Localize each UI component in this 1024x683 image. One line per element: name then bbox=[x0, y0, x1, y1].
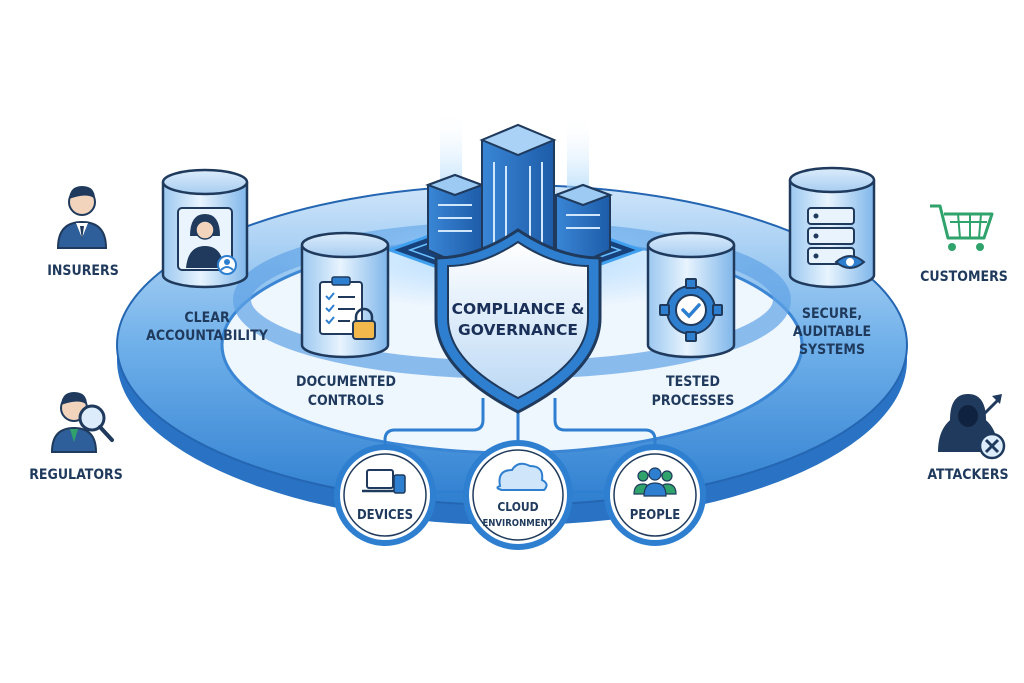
pillar-tested-processes bbox=[646, 231, 736, 359]
stakeholder-customers: CUSTOMERS bbox=[920, 204, 1008, 285]
tested-processes-line2: PROCESSES bbox=[652, 393, 735, 409]
secure-systems-line2: AUDITABLE bbox=[793, 324, 871, 340]
hooded-attacker-icon bbox=[938, 394, 1006, 460]
shopping-cart-icon bbox=[930, 204, 994, 251]
gear-check-icon bbox=[659, 278, 723, 342]
devices-icon bbox=[362, 469, 406, 494]
shield-title-line1: COMPLIANCE & bbox=[452, 300, 585, 318]
compliance-shield: COMPLIANCE & GOVERNANCE bbox=[434, 228, 602, 414]
clear-accountability-line1: CLEAR bbox=[184, 310, 230, 326]
people-label: PEOPLE bbox=[630, 508, 681, 523]
secure-systems-line1: SECURE, bbox=[802, 306, 862, 322]
foundation-devices: DEVICES bbox=[334, 444, 436, 546]
cloud-icon bbox=[496, 462, 548, 491]
people-icon bbox=[633, 467, 677, 497]
connector-lines bbox=[383, 398, 657, 494]
stakeholder-insurers: INSURERS bbox=[47, 186, 119, 279]
shield-title-line2: GOVERNANCE bbox=[458, 321, 578, 339]
checklist-lock-icon bbox=[319, 276, 376, 340]
cloud-label-line2: ENVIRONMENT bbox=[482, 518, 553, 529]
documented-controls-line1: DOCUMENTED bbox=[296, 374, 396, 390]
server-eye-icon bbox=[807, 207, 866, 269]
attackers-label: ATTACKERS bbox=[927, 467, 1008, 483]
customers-label: CUSTOMERS bbox=[920, 269, 1008, 285]
pillar-documented-controls bbox=[300, 231, 390, 359]
foundation-cloud: CLOUD ENVIRONMENT bbox=[463, 440, 573, 550]
building-center bbox=[479, 123, 557, 277]
foundation-people: PEOPLE bbox=[604, 444, 706, 546]
businesswoman-icon bbox=[177, 207, 237, 275]
regulators-label: REGULATORS bbox=[29, 467, 123, 483]
tested-processes-line1: TESTED bbox=[666, 374, 720, 390]
building-right bbox=[553, 183, 613, 264]
cloud-label-line1: CLOUD bbox=[497, 500, 538, 514]
secure-systems-line3: SYSTEMS bbox=[799, 342, 865, 358]
insurers-label: INSURERS bbox=[47, 263, 119, 279]
stakeholder-attackers: ATTACKERS bbox=[927, 394, 1009, 483]
documented-controls-line2: CONTROLS bbox=[308, 393, 385, 409]
clear-accountability-line2: ACCOUNTABILITY bbox=[146, 328, 269, 344]
businessman-icon bbox=[56, 186, 108, 249]
pillar-clear-accountability bbox=[161, 168, 249, 289]
stakeholder-regulators: REGULATORS bbox=[29, 392, 123, 483]
pillar-secure-systems bbox=[788, 166, 876, 289]
building-left bbox=[425, 173, 485, 264]
regulator-magnifier-icon bbox=[50, 392, 114, 453]
devices-label: DEVICES bbox=[357, 508, 413, 523]
